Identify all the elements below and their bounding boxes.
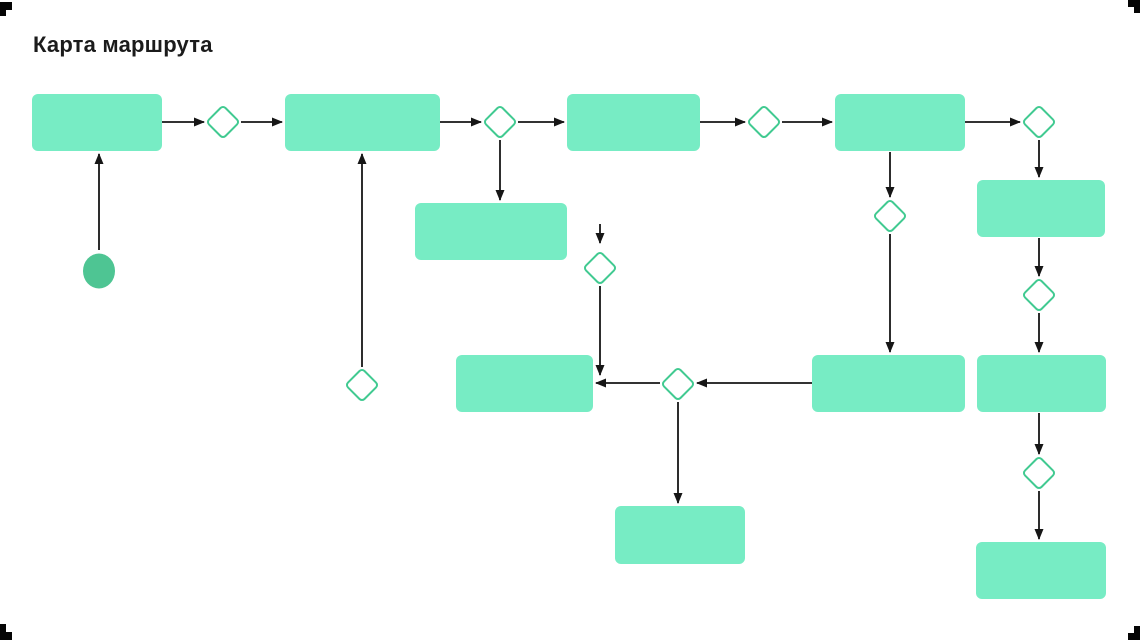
gateway-8[interactable]: [661, 367, 695, 401]
gateway-1[interactable]: [206, 105, 240, 139]
gateway-2[interactable]: [483, 105, 517, 139]
gateway-3[interactable]: [747, 105, 781, 139]
nodes-layer: [32, 94, 1106, 599]
gateway-4[interactable]: [1022, 105, 1056, 139]
task-6[interactable]: [977, 180, 1105, 237]
start-node[interactable]: [83, 253, 115, 289]
task-8[interactable]: [977, 355, 1106, 412]
gateway-9[interactable]: [583, 251, 617, 285]
gateway-7[interactable]: [345, 368, 379, 402]
connectors-layer: [94, 117, 1044, 540]
corner-mark-top-right: [1128, 0, 1140, 13]
task-10[interactable]: [615, 506, 745, 564]
page-title: Карта маршрута: [33, 32, 213, 57]
task-3[interactable]: [567, 94, 700, 151]
corner-mark-bottom-left: [0, 624, 12, 640]
task-2[interactable]: [285, 94, 440, 151]
task-5[interactable]: [415, 203, 567, 260]
task-11[interactable]: [976, 542, 1106, 599]
corner-mark-bottom-right: [1128, 626, 1140, 640]
task-9[interactable]: [456, 355, 593, 412]
task-1[interactable]: [32, 94, 162, 151]
task-4[interactable]: [835, 94, 965, 151]
corner-mark-top-left: [0, 2, 12, 16]
task-7[interactable]: [812, 355, 965, 412]
gateway-10[interactable]: [1022, 456, 1056, 490]
gateway-6[interactable]: [1022, 278, 1056, 312]
gateway-5[interactable]: [873, 199, 907, 233]
